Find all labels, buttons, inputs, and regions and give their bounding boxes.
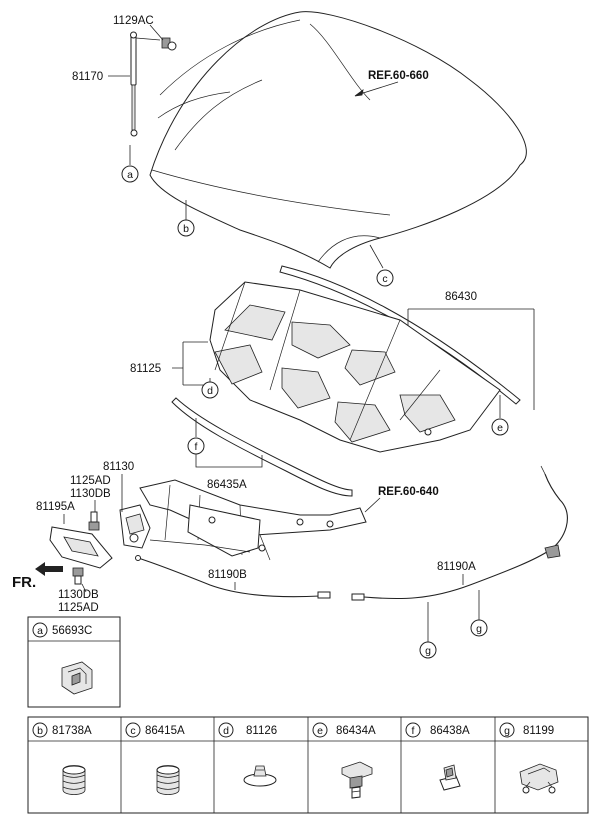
callout-circle-g-left bbox=[419, 641, 437, 659]
bolt-1129AC bbox=[161, 37, 177, 51]
ref-frame-label: REF.60-640 bbox=[378, 486, 439, 498]
legend-cell-e: e 86434A bbox=[312, 722, 376, 799]
label-86430: 86430 bbox=[445, 291, 477, 303]
legend-circle-a bbox=[32, 622, 48, 638]
leader-81125 bbox=[172, 341, 208, 386]
cable-end-latch bbox=[135, 555, 141, 561]
legend-part-g: 81199 bbox=[523, 725, 554, 737]
bolt-bottom bbox=[72, 567, 84, 585]
callout-letter-b: b bbox=[183, 223, 189, 235]
legend-row-bottom bbox=[27, 716, 589, 814]
legend-letter-d: d bbox=[223, 725, 229, 737]
ref-frame-leader bbox=[364, 497, 381, 513]
latch-bracket-face bbox=[63, 536, 99, 557]
leader-1129AC bbox=[149, 24, 164, 41]
label-81190B: 81190B bbox=[208, 569, 247, 581]
front-direction-arrow-icon bbox=[35, 562, 63, 576]
label-81130: 81130 bbox=[103, 461, 134, 473]
radiator-seal bbox=[171, 397, 353, 497]
callout-letter-e: e bbox=[497, 422, 503, 434]
label-1125AD-bot: 1125AD bbox=[58, 602, 99, 614]
legend-part-e: 86434A bbox=[336, 725, 376, 737]
cable-grommet bbox=[544, 544, 561, 559]
legend-cell-a: a 56693C bbox=[27, 616, 121, 708]
retainer-clip-icon bbox=[439, 764, 461, 791]
fr-label: FR. bbox=[12, 574, 36, 591]
legend-letter-b: b bbox=[37, 725, 43, 737]
legend-part-b: 81738A bbox=[52, 725, 92, 737]
hood-lift-support bbox=[130, 31, 161, 137]
legend-letter-c: c bbox=[130, 725, 135, 737]
leader-86430 bbox=[407, 308, 535, 410]
legend-part-f: 86438A bbox=[430, 725, 470, 737]
callout-circle-c bbox=[376, 269, 394, 287]
ref-hood-label: REF.60-660 bbox=[368, 70, 429, 82]
fastener-clip-icon bbox=[341, 761, 373, 799]
legend-part-a: 56693C bbox=[52, 625, 92, 637]
callout-letter-f: f bbox=[195, 441, 198, 453]
release-cable-81190A bbox=[363, 473, 568, 600]
legend-cell-c: c 86415A bbox=[125, 722, 185, 795]
ref-hood-arrow bbox=[354, 89, 364, 97]
legend-part-d: 81126 bbox=[246, 725, 277, 737]
legend-letter-g: g bbox=[504, 725, 510, 737]
bolt-top bbox=[88, 511, 100, 531]
push-clip-icon bbox=[243, 765, 277, 787]
cable-joint-right bbox=[351, 593, 365, 601]
clip-56693C-icon bbox=[61, 661, 93, 695]
legend-part-c: 86415A bbox=[145, 725, 185, 737]
callout-letter-d: d bbox=[207, 385, 213, 397]
label-1130DB-bot: 1130DB bbox=[58, 589, 99, 601]
front-end-carrier bbox=[139, 479, 367, 561]
hood-inner-panel bbox=[209, 281, 501, 453]
legend-cell-d: d 81126 bbox=[218, 722, 277, 787]
legend-cell-b: b 81738A bbox=[32, 722, 92, 795]
callout-circle-g-right bbox=[470, 619, 488, 637]
hood-panel bbox=[149, 11, 527, 269]
cable-clamp-icon bbox=[519, 763, 559, 794]
callout-letter-g-left: g bbox=[425, 645, 431, 657]
callout-letter-g-right: g bbox=[476, 623, 482, 635]
legend-letter-a: a bbox=[37, 625, 43, 637]
legend-letter-e: e bbox=[317, 725, 323, 737]
leader-bolt-bottom bbox=[81, 583, 87, 593]
hood-weatherstrip bbox=[279, 265, 521, 405]
label-81170: 81170 bbox=[72, 71, 103, 83]
leader-c bbox=[369, 244, 384, 269]
label-81195A: 81195A bbox=[36, 501, 75, 513]
legend-letter-f: f bbox=[412, 725, 415, 737]
legend-cell-g: g 81199 bbox=[499, 722, 559, 794]
legend-cell-f: f 86438A bbox=[405, 722, 470, 791]
callout-circle-e bbox=[491, 418, 509, 436]
label-81125: 81125 bbox=[130, 363, 161, 375]
coil-spring-stopper-icon bbox=[62, 765, 86, 795]
label-81190A: 81190A bbox=[437, 561, 476, 573]
cable-joint-left bbox=[317, 591, 331, 599]
callout-letter-c: c bbox=[382, 273, 387, 285]
leader-86435A bbox=[195, 454, 263, 468]
coil-spring-stopper-icon bbox=[156, 765, 180, 795]
callout-circle-b bbox=[177, 219, 195, 237]
callout-letter-a: a bbox=[127, 169, 133, 181]
release-cable-81190B bbox=[137, 557, 321, 598]
label-1130DB-top: 1130DB bbox=[70, 488, 111, 500]
label-1125AD-top: 1125AD bbox=[70, 475, 111, 487]
hood-latch bbox=[119, 504, 151, 549]
callout-circle-d bbox=[201, 381, 219, 399]
ref-hood-leader bbox=[359, 81, 399, 95]
label-86435A: 86435A bbox=[207, 479, 247, 491]
label-1129AC: 1129AC bbox=[113, 15, 154, 27]
callout-circle-a bbox=[121, 165, 139, 183]
release-handle-end bbox=[540, 465, 546, 475]
